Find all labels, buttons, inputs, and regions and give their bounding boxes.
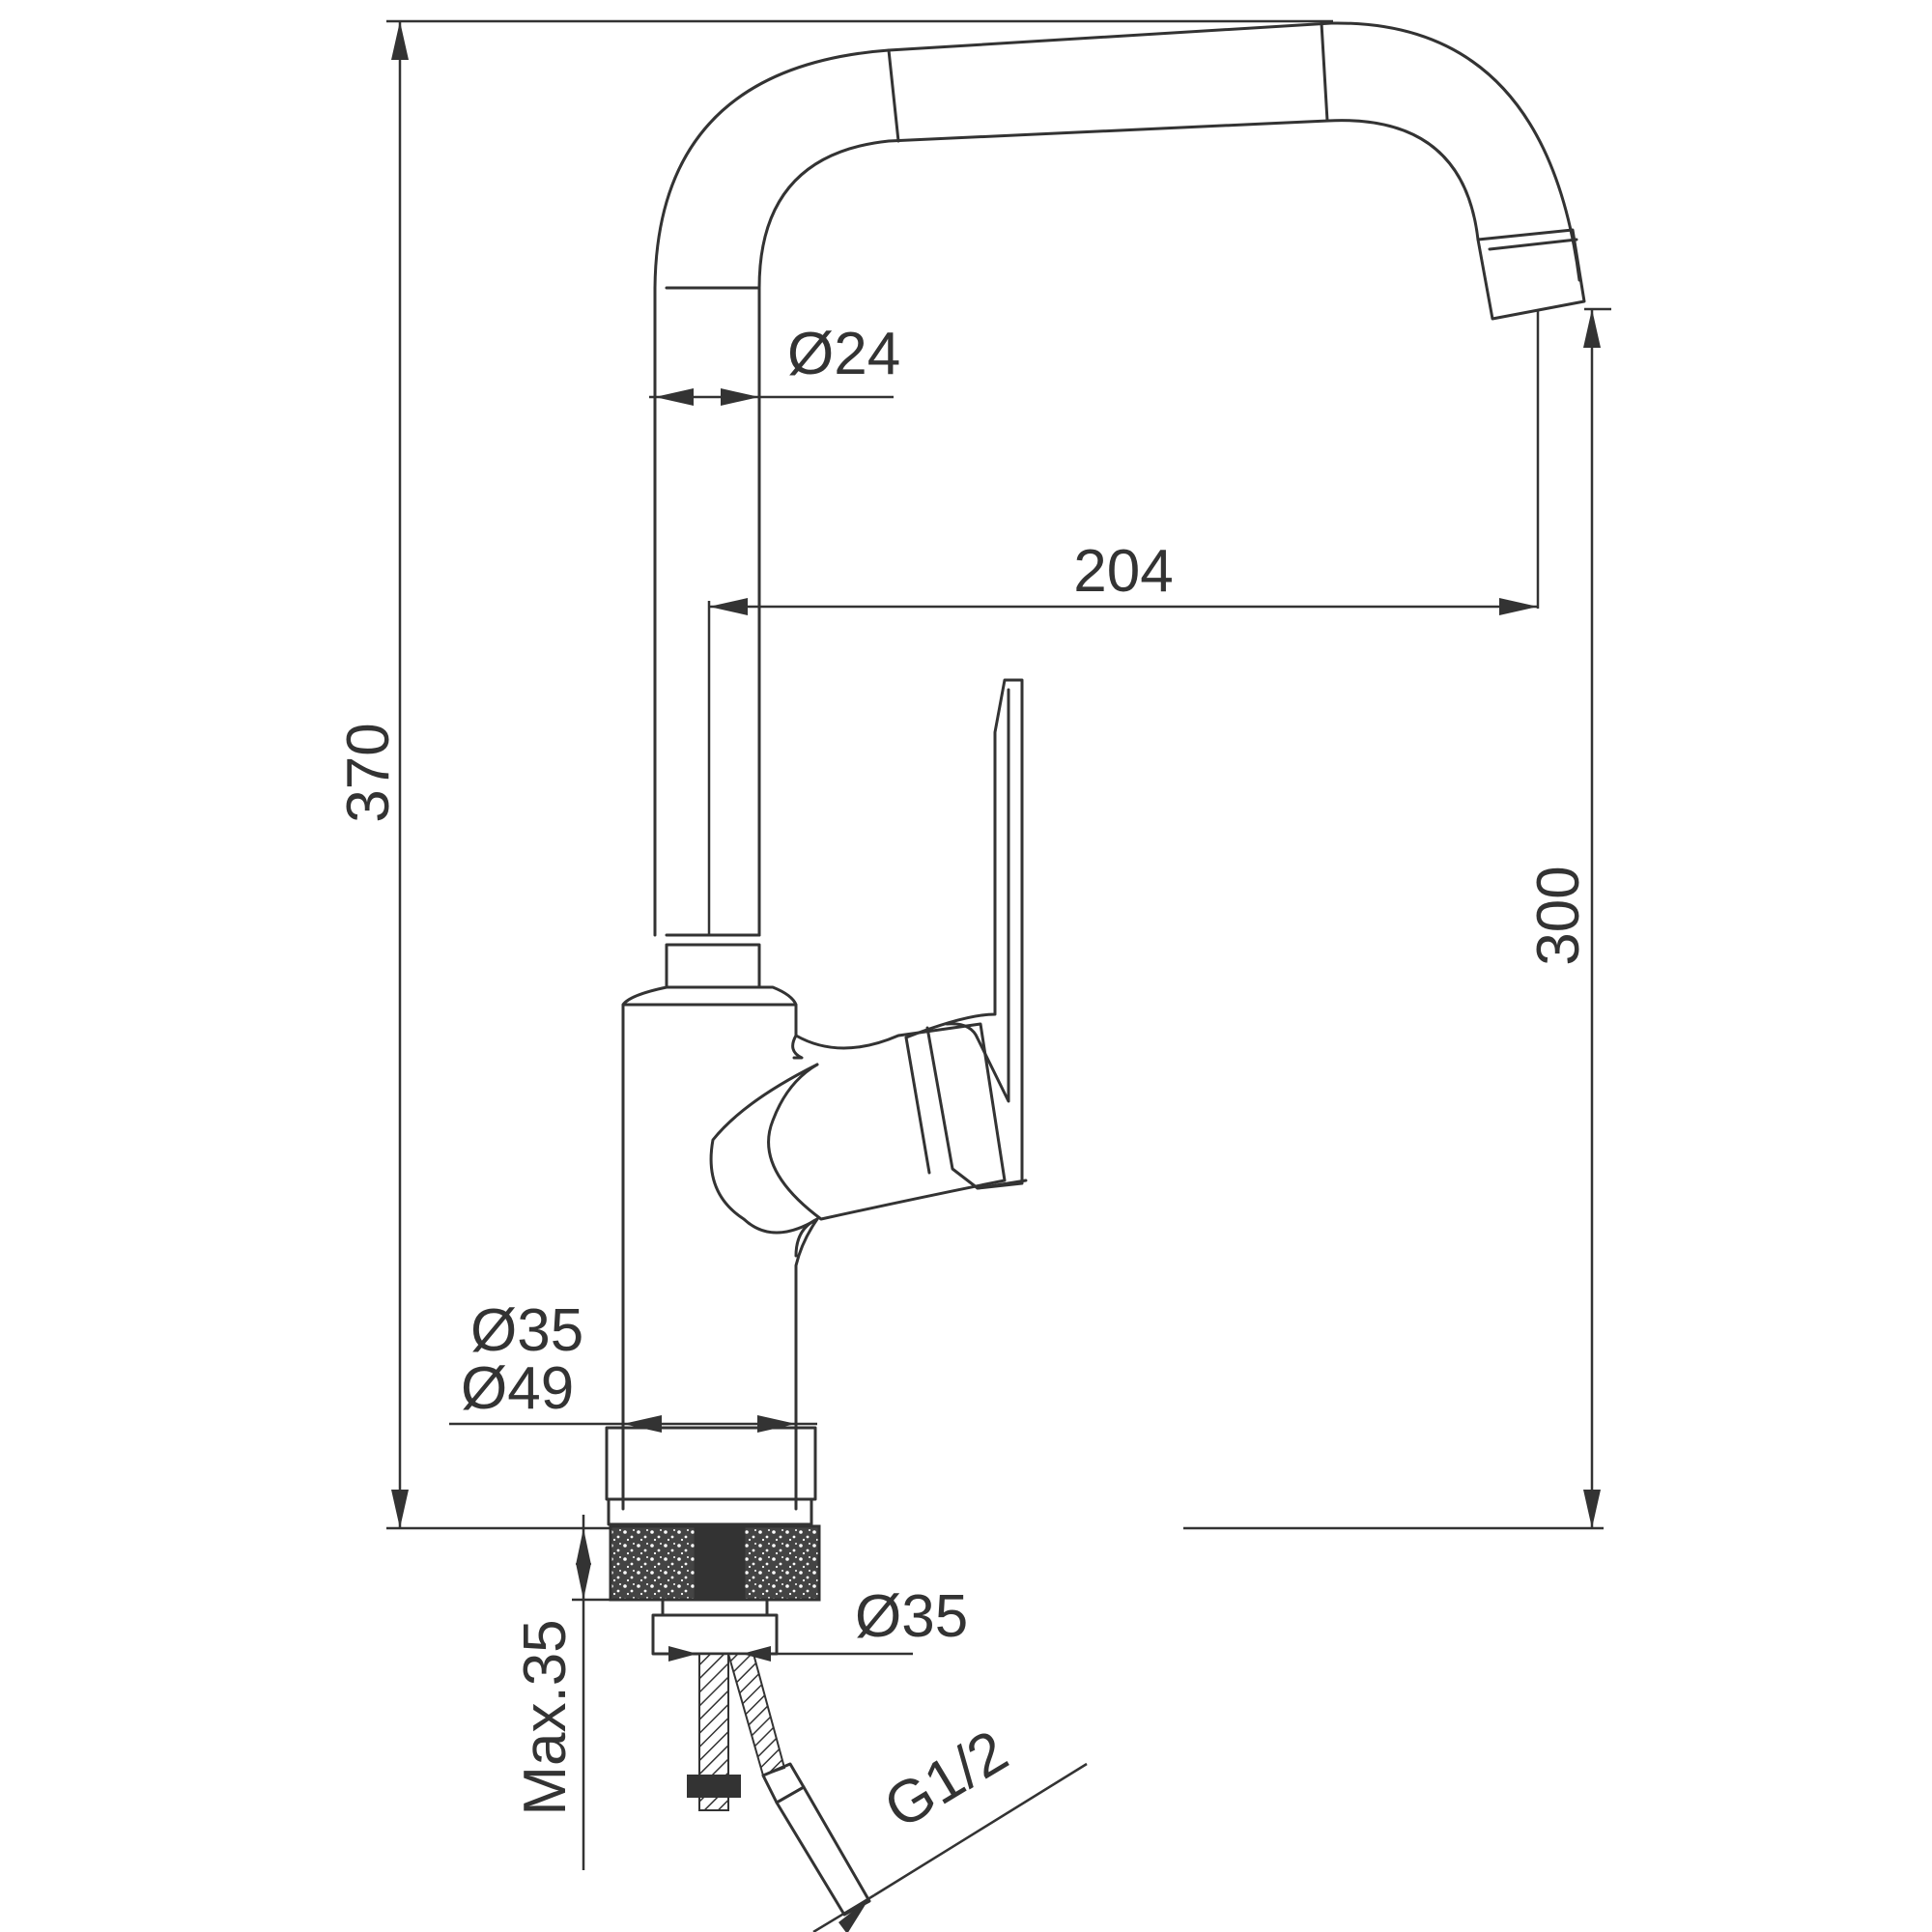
mounting-nut — [661, 1598, 769, 1617]
hose-angled — [726, 1653, 786, 1777]
arrow-reach-left — [709, 598, 748, 615]
arrow-mount-left — [668, 1646, 697, 1662]
handle-inner — [709, 1063, 819, 1235]
mounting-stud — [696, 1525, 743, 1601]
aerator — [1476, 228, 1586, 321]
label-reach: 204 — [1073, 538, 1173, 605]
spout-inner-curve — [757, 119, 1480, 290]
arrow-base-dia-right — [757, 1415, 796, 1433]
arrow-spout-height-top — [1583, 309, 1601, 348]
label-thread: G1/2 — [873, 1718, 1019, 1841]
label-max-thickness: Max.35 — [512, 1619, 579, 1815]
arrow-spout-dia-right — [721, 388, 759, 406]
dimension-labels: 370 300 204 Ø24 Ø35 Ø49 Ø35 Max.35 G1/2 — [335, 321, 1592, 1842]
arrow-total-height-top — [391, 21, 409, 60]
aerator-line — [1488, 238, 1578, 251]
arrow-total-height-bottom — [391, 1490, 409, 1528]
dim-thread-leader-lower — [812, 1893, 875, 1932]
countertop-section — [609, 1524, 871, 1917]
label-spout-height: 300 — [1525, 866, 1592, 965]
handle-lever — [904, 678, 1024, 1190]
hose-connector — [775, 1785, 871, 1917]
countertop-left — [609, 1524, 697, 1602]
label-base-diameter-inner: Ø35 — [470, 1297, 583, 1364]
hose-nut — [687, 1775, 741, 1798]
arrow-spout-dia-left — [655, 388, 694, 406]
dim-thread-leader — [873, 1762, 1088, 1897]
label-base-diameter-outer: Ø49 — [461, 1355, 574, 1422]
arrow-reach-right — [1499, 598, 1538, 615]
label-spout-diameter: Ø24 — [787, 321, 900, 387]
countertop-right — [742, 1524, 821, 1602]
spout-segment-joint-right — [1320, 21, 1329, 123]
arrow-mount-right — [742, 1646, 771, 1662]
label-mounting-hole: Ø35 — [855, 1583, 968, 1650]
arrow-spout-height-bottom — [1583, 1490, 1601, 1528]
spout-outer-curve — [653, 21, 1581, 290]
arrow-thread — [838, 1898, 869, 1932]
arrow-thickness-bottom — [576, 1563, 591, 1600]
handle-neck — [767, 1022, 1007, 1221]
faucet-body — [605, 21, 1586, 1526]
arrow-thickness-top — [576, 1528, 591, 1565]
spout-collar — [665, 943, 761, 989]
faucet-base-body — [621, 985, 804, 1511]
dimension-lines — [386, 19, 1611, 1932]
label-total-height: 370 — [335, 723, 402, 822]
spout-segment-joint-left — [887, 48, 900, 143]
base-flange — [607, 1497, 813, 1526]
arrow-base-dia-left — [623, 1415, 662, 1433]
base-ring — [605, 1426, 817, 1501]
